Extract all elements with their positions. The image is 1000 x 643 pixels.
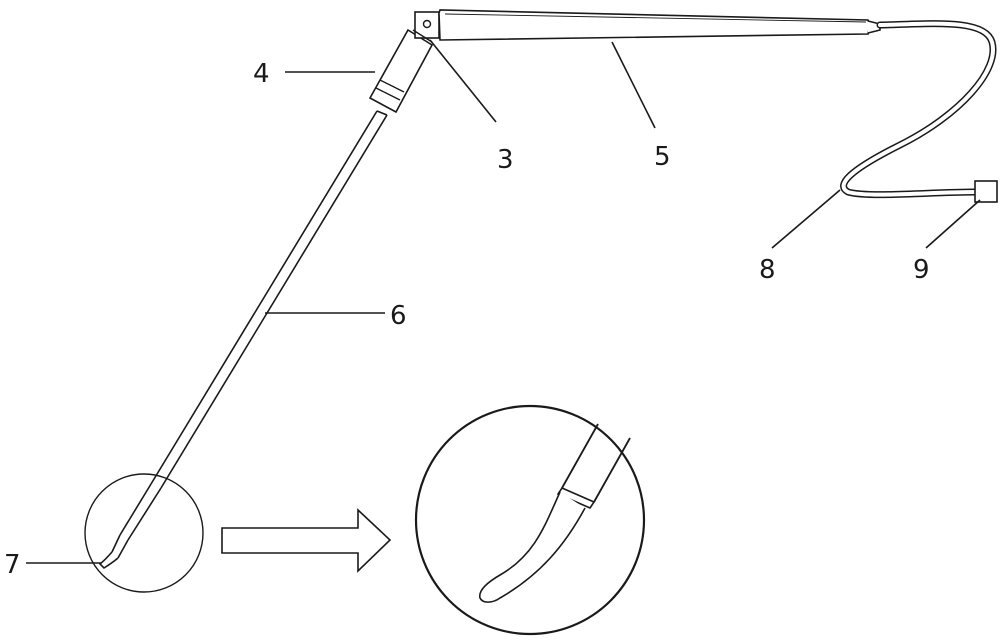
cable xyxy=(844,24,993,195)
label-6: 6 xyxy=(390,301,407,331)
label-3: 3 xyxy=(497,145,514,175)
hinge xyxy=(413,12,439,42)
connector xyxy=(975,181,997,202)
leader-3 xyxy=(430,40,496,122)
label-4: 4 xyxy=(253,59,270,89)
rod xyxy=(151,111,387,488)
detail-circle-small xyxy=(85,474,203,592)
label-7: 7 xyxy=(4,550,21,580)
leader-9 xyxy=(926,200,980,248)
label-9: 9 xyxy=(913,255,930,285)
handle xyxy=(439,10,880,40)
sleeve xyxy=(370,30,432,112)
leader-5 xyxy=(612,42,655,128)
rod-tip xyxy=(100,484,161,568)
leader-8 xyxy=(772,190,840,248)
detail-circle-large xyxy=(416,406,644,634)
arrow xyxy=(222,510,390,571)
label-5: 5 xyxy=(654,142,671,172)
label-8: 8 xyxy=(759,255,776,285)
